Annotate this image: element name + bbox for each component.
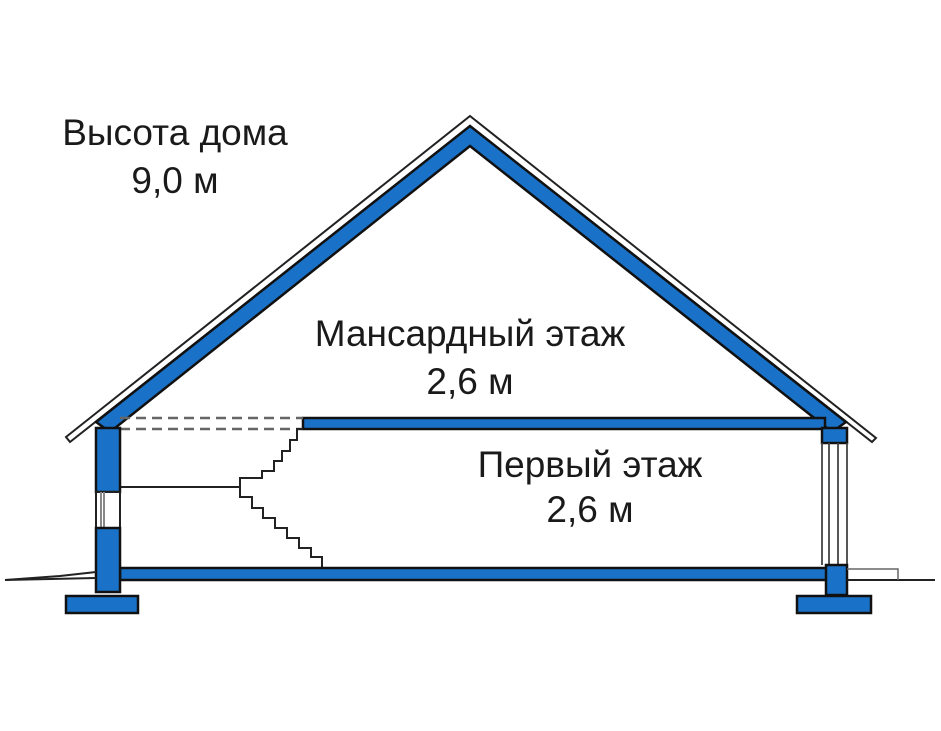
house-height-value: 9,0 м — [131, 160, 218, 201]
ground-line — [4, 568, 935, 581]
house-height-label: Высота дома — [62, 112, 288, 153]
right-wall-top — [820, 426, 849, 445]
attic-floor-slab — [301, 416, 827, 431]
left-footing — [64, 594, 140, 615]
right-window — [821, 443, 848, 565]
attic-floor-label: Мансардный этаж — [315, 313, 626, 354]
right-footing — [795, 594, 873, 615]
first-floor-label: Первый этаж — [478, 444, 703, 485]
staircase-upper — [239, 428, 303, 487]
staircase-lower — [239, 487, 330, 569]
roof-rafters — [93, 124, 849, 434]
left-wall-upper — [94, 426, 122, 494]
left-wall-lower — [94, 526, 122, 594]
right-wall-bottom — [824, 563, 849, 597]
left-window — [95, 491, 121, 529]
first-floor-height: 2,6 м — [546, 489, 633, 530]
ground-floor-slab — [118, 566, 834, 582]
attic-floor-height: 2,6 м — [426, 361, 513, 402]
stair-opening-dashed — [120, 416, 303, 431]
